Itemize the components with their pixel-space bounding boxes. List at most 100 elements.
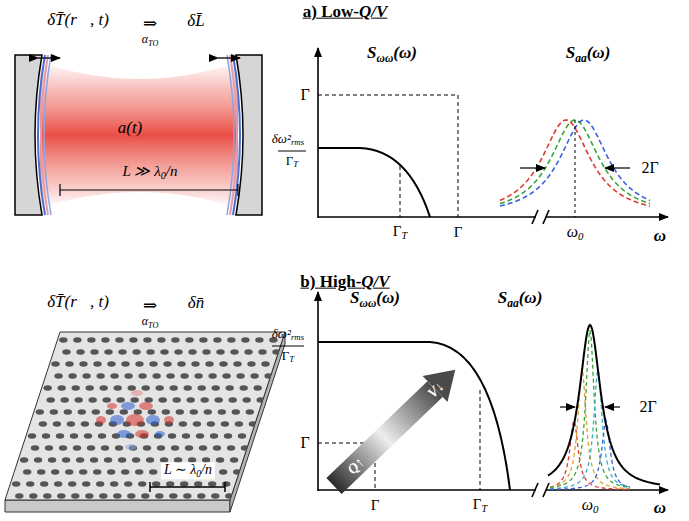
air-hole <box>37 469 45 475</box>
length-bar <box>60 184 238 196</box>
axis-tick: Γ <box>300 86 309 104</box>
air-hole <box>148 409 156 415</box>
air-hole <box>110 481 118 487</box>
air-hole <box>124 481 132 487</box>
air-hole <box>85 493 93 499</box>
air-hole <box>141 493 149 499</box>
air-hole <box>101 337 109 343</box>
air-hole <box>59 445 67 451</box>
air-hole <box>227 445 235 451</box>
axis-tick: Γ <box>371 497 380 514</box>
air-hole <box>240 385 248 391</box>
axis-tick: ω0 <box>567 223 584 243</box>
air-hole <box>110 373 118 379</box>
air-hole <box>230 457 238 463</box>
air-hole <box>152 373 160 379</box>
air-hole <box>264 373 272 379</box>
air-hole <box>90 457 98 463</box>
air-hole <box>87 337 95 343</box>
air-hole <box>146 349 154 355</box>
plot-title: Saa(ω) <box>566 44 611 65</box>
air-hole <box>222 481 230 487</box>
air-hole <box>229 397 237 403</box>
plot-title: Saa(ω) <box>498 289 543 310</box>
air-hole <box>143 445 151 451</box>
air-hole <box>118 349 126 355</box>
air-hole <box>71 493 79 499</box>
slab-top <box>5 332 285 500</box>
air-hole <box>149 469 157 475</box>
air-hole <box>216 349 224 355</box>
air-hole <box>107 361 115 367</box>
air-hole <box>57 493 65 499</box>
lorentzian-dashed <box>550 421 630 490</box>
air-hole <box>135 469 143 475</box>
arrow-symbol: ⇒ <box>143 297 157 316</box>
air-hole <box>194 481 202 487</box>
air-hole <box>185 337 193 343</box>
air-hole <box>235 421 243 427</box>
motion-arrows <box>38 57 240 58</box>
air-hole <box>132 349 140 355</box>
air-hole <box>28 433 36 439</box>
air-hole <box>67 421 75 427</box>
air-hole <box>184 385 192 391</box>
width-arrow <box>520 167 545 168</box>
air-hole <box>87 445 95 451</box>
width-arrow <box>560 406 575 407</box>
air-hole <box>221 421 229 427</box>
math-label: αTO <box>142 33 159 48</box>
air-hole <box>160 349 168 355</box>
air-hole <box>93 469 101 475</box>
air-hole <box>89 397 97 403</box>
fraction-bar <box>278 151 306 152</box>
air-hole <box>179 421 187 427</box>
air-hole <box>258 349 266 355</box>
air-hole <box>73 337 81 343</box>
air-hole <box>230 349 238 355</box>
air-hole <box>113 493 121 499</box>
lorentzian-dashed <box>550 421 630 490</box>
air-hole <box>236 373 244 379</box>
air-hole <box>224 433 232 439</box>
air-hole <box>194 373 202 379</box>
axis-tick: ω0 <box>582 496 599 516</box>
air-hole <box>162 409 170 415</box>
air-hole <box>146 457 154 463</box>
air-hole <box>73 445 81 451</box>
air-hole <box>199 445 207 451</box>
air-hole <box>169 493 177 499</box>
air-hole <box>193 421 201 427</box>
air-hole <box>65 469 73 475</box>
cavity-mode <box>96 390 174 450</box>
math-label: ΓT <box>286 154 298 170</box>
air-hole <box>211 493 219 499</box>
air-hole <box>62 457 70 463</box>
axis-tick: ΓT <box>473 496 487 514</box>
air-hole <box>215 397 223 403</box>
air-hole <box>207 421 215 427</box>
lorentzian-dashed <box>550 330 630 488</box>
air-hole <box>212 385 220 391</box>
air-hole <box>59 337 67 343</box>
air-hole <box>142 385 150 391</box>
dimension: L ∼ λ0/n <box>161 462 215 479</box>
air-hole <box>96 373 104 379</box>
air-hole <box>20 457 28 463</box>
fraction-bar <box>272 346 304 347</box>
air-hole <box>222 373 230 379</box>
plot-title: Sωω(ω) <box>367 44 417 65</box>
air-hole <box>100 385 108 391</box>
air-hole <box>51 469 59 475</box>
air-hole <box>50 409 58 415</box>
axis-label: ω <box>654 499 666 518</box>
air-hole <box>135 361 143 367</box>
air-hole <box>255 337 263 343</box>
air-hole <box>65 361 73 367</box>
air-hole <box>107 469 115 475</box>
lorentzian-dashed <box>550 369 630 488</box>
air-hole <box>121 469 129 475</box>
air-hole <box>176 409 184 415</box>
trend-arrow <box>322 357 468 499</box>
